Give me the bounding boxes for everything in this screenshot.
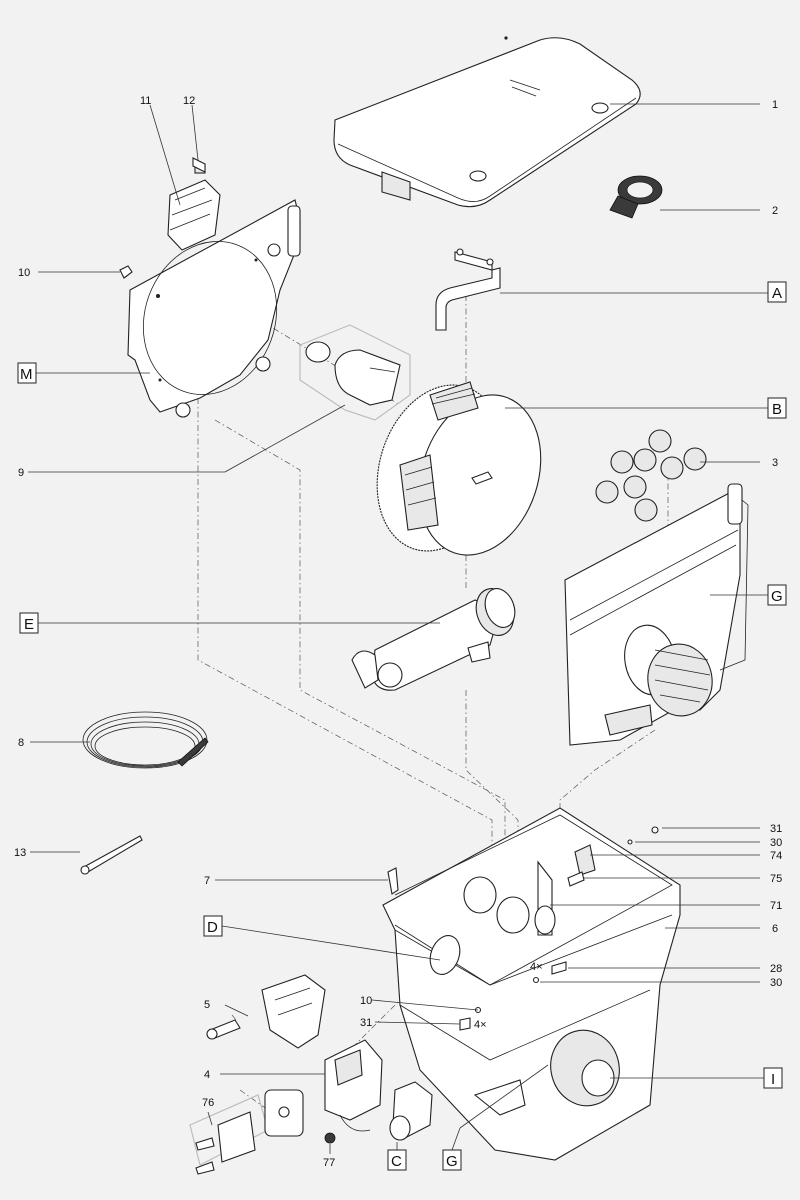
box-label-i: I (771, 1071, 775, 1088)
label-1: 1 (772, 99, 778, 111)
lid-part-1 (333, 36, 641, 208)
boxed-letter-labels: A B G M E D I C G (17, 281, 787, 1171)
label-75: 75 (770, 873, 782, 885)
label-3: 3 (772, 457, 778, 469)
leader-lines (28, 103, 768, 1154)
label-74: 74 (770, 850, 782, 862)
label-77: 77 (323, 1157, 335, 1169)
mounting-plate-m (127, 199, 301, 418)
box-label-e: E (24, 616, 34, 633)
pump-outlet-c (389, 1081, 433, 1141)
box-label-m: M (20, 366, 33, 383)
label-7: 7 (204, 875, 210, 887)
label-30-top: 30 (770, 837, 782, 849)
tape-roll-part-2 (609, 175, 663, 219)
label-8: 8 (18, 737, 24, 749)
filter-drum-b (376, 381, 542, 556)
box-label-g-top: G (771, 588, 783, 605)
label-31-top: 31 (770, 823, 782, 835)
label-9: 9 (18, 467, 24, 479)
label-10-top: 10 (18, 267, 30, 279)
label-71: 71 (770, 900, 782, 912)
bracket-part-76 (189, 1089, 304, 1175)
box-label-a: A (772, 285, 782, 302)
cover-cap (261, 974, 326, 1049)
divider-plate-g (564, 483, 749, 746)
box-label-g-bottom: G (446, 1153, 458, 1170)
box-label-d: D (207, 919, 218, 936)
nut-part-10-top (119, 265, 133, 279)
label-13: 13 (14, 847, 26, 859)
clip-part-7 (387, 867, 399, 895)
hose-coil-part-8 (82, 711, 209, 769)
small-hardware-parts (459, 826, 659, 1031)
filter-housing-part-6 (382, 807, 681, 1161)
filter-media-part-3 (595, 429, 707, 522)
ground-spike-part-13 (80, 835, 143, 875)
control-unit-part-4 (324, 1039, 383, 1132)
label-2: 2 (772, 205, 778, 217)
label-31-bottom: 31 (360, 1017, 372, 1029)
box-label-b: B (772, 401, 782, 418)
outlet-elbow-part-9 (299, 324, 411, 421)
label-6: 6 (772, 923, 778, 935)
label-76: 76 (202, 1097, 214, 1109)
multiplier-4x-right: 4× (530, 961, 543, 973)
label-12: 12 (183, 95, 195, 107)
label-30-bottom: 30 (770, 977, 782, 989)
callout-numbers: 1 2 3 11 12 10 9 8 13 7 31 30 74 75 71 6… (14, 95, 782, 1169)
label-5: 5 (204, 999, 210, 1011)
label-28: 28 (770, 963, 782, 975)
box-label-c: C (391, 1153, 402, 1170)
multiplier-4x-left: 4× (474, 1019, 487, 1031)
cable-gland-part-5 (206, 1019, 241, 1040)
screw-part-12 (192, 157, 206, 173)
uv-clarifier-e (351, 588, 516, 691)
label-10-bottom: 10 (360, 995, 372, 1007)
tube-assembly-a (435, 248, 501, 331)
label-11: 11 (140, 95, 151, 107)
knob-part-77 (324, 1132, 336, 1144)
label-4: 4 (204, 1069, 210, 1081)
